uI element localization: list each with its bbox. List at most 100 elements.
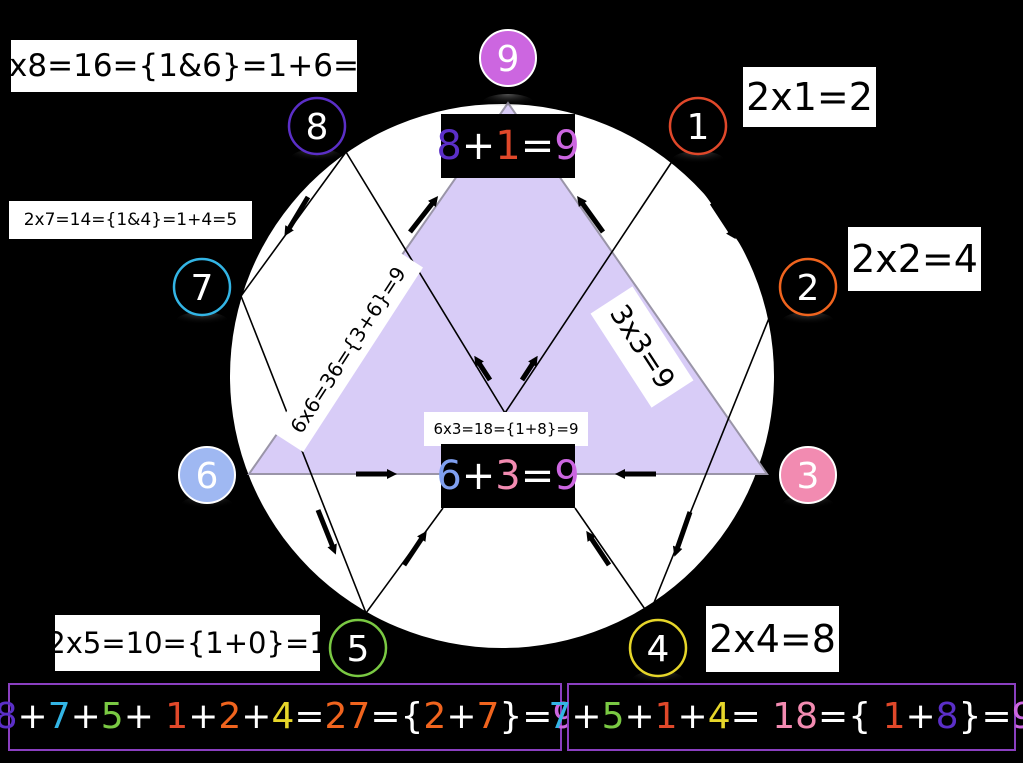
label-6x3: 6x3=18={1+8}=9 [424,412,588,446]
mid-eq-op: + [461,453,496,499]
sum-left-token: 4 [271,696,295,737]
arrow-center-left [474,355,493,382]
arrow-up-left [408,196,439,234]
sum-left-token: + [188,696,219,737]
top-eq-c: 9 [554,123,580,169]
node-1: 1 [668,96,728,156]
top-eq-op: + [461,123,496,169]
sum-left-token: 7 [476,696,500,737]
node-circle-2 [778,257,838,317]
sum-left-token: + [123,696,166,737]
label-2x5: 2x5=10={1+0}=1 [47,615,328,671]
label-2x4: 2x4=8 [706,606,839,672]
sum-left-box: 8+7+5+ 1+2+4=27={2+7}=9 [0,683,575,751]
sum-left-token: 2 [218,696,242,737]
node-circle-7 [172,257,232,317]
node-circle-3 [779,446,837,504]
sum-right-token: + [624,696,655,737]
arrow-5-mid [401,530,427,567]
node-label-3: 3 [797,456,820,497]
node-label-4: 4 [647,629,670,670]
sum-right-token: = [730,696,773,737]
node-label-7: 7 [191,268,214,309]
mid-eq-c: 9 [554,453,580,499]
arrow-center-right [519,355,538,382]
middle-equation: 6 + 3 = 9 [436,444,580,508]
node-2: 2 [778,257,838,317]
sum-right-token: 18 [772,696,819,737]
arrow-2-4 [672,511,693,557]
node-7: 7 [172,257,232,317]
node-circle-8 [287,96,347,156]
node-circle-9 [479,29,537,87]
line-2-4 [648,295,779,616]
mid-eq-b: 3 [495,453,521,499]
sum-left-token: + [446,696,477,737]
mid-eq-a: 6 [436,453,462,499]
sum-left-token: + [17,696,48,737]
node-3: 3 [779,446,837,504]
sum-right-token: 1 [882,696,906,737]
sum-right-token: + [677,696,708,737]
sum-right-token: 9 [1012,699,1023,735]
arrow-1-2 [709,201,736,240]
arrow-up-right [577,195,606,234]
node-circle-6 [178,446,236,504]
sum-left-token: ={ [370,696,424,737]
sum-right-token: + [571,696,602,737]
node-8: 8 [287,96,347,156]
sum-left-token: 1 [165,696,189,737]
node-6: 6 [178,446,236,504]
sum-left-token: }= [499,696,553,737]
label-2x8: 2x8=16={1&6}=1+6=7 [0,40,379,92]
sum-left-token: 8 [0,696,18,737]
top-eq-b: 1 [495,123,521,169]
reflection-1 [672,151,724,169]
top-eq-a: 8 [436,123,462,169]
sum-left-token: + [241,696,272,737]
node-9: 9 [479,29,537,87]
node-label-8: 8 [306,107,329,148]
sum-right-token: 7 [548,696,572,737]
arrow-8-7 [284,195,311,237]
node-label-2: 2 [797,268,820,309]
sum-left-token: 27 [324,696,371,737]
sum-right-token: 8 [935,696,959,737]
node-circle-1 [668,96,728,156]
sum-right-token: }= [958,696,1012,737]
node-4: 4 [628,618,688,678]
sum-right-token: ={ [818,696,883,737]
sum-left-token: 2 [423,696,447,737]
reflection-7 [176,312,228,330]
arrow-7-5 [315,509,337,555]
sum-right-box: 7+5+1+4= 18={ 1+8}=9 [548,683,1023,751]
sum-right-token: 5 [601,696,625,737]
arrow-4-mid [586,530,612,567]
reflection-8 [291,149,343,167]
node-label-9: 9 [497,39,520,80]
reflection-2 [782,312,834,330]
top-equation: 8 + 1 = 9 [436,114,580,178]
sum-right-token: 4 [707,696,731,737]
reflection-9 [482,94,534,112]
mid-eq-eq: = [520,453,555,499]
sum-right-token: 1 [654,696,678,737]
flow-arrows [284,195,736,567]
sum-left-token: = [294,696,325,737]
node-5: 5 [328,618,388,678]
node-label-5: 5 [347,629,370,670]
sum-right-token: + [905,696,936,737]
label-2x7: 2x7=14={1&4}=1+4=5 [9,201,252,239]
label-2x1: 2x1=2 [743,67,876,127]
line-1-5 [504,153,678,414]
top-eq-eq: = [520,123,555,169]
node-label-6: 6 [196,456,219,497]
sum-left-token: + [70,696,101,737]
node-label-1: 1 [687,107,710,148]
label-2x2: 2x2=4 [848,227,981,291]
line-5-7 [240,295,367,614]
line-8-center [345,151,506,414]
sum-left-token: 5 [100,696,124,737]
node-circle-5 [328,618,388,678]
